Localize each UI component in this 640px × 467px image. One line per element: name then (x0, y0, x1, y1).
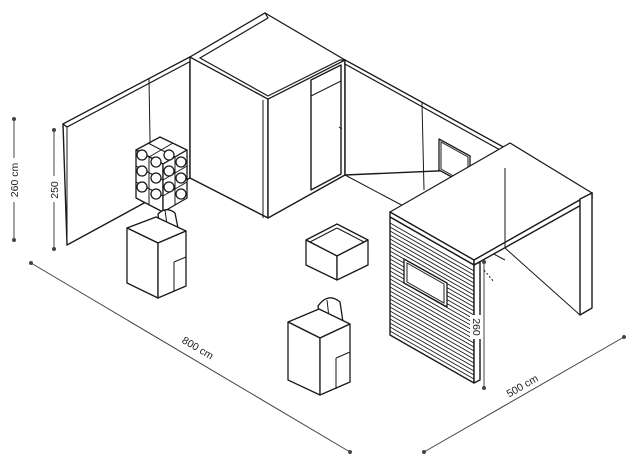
dimension-label-width: 500 cm (505, 372, 541, 400)
dimension-label-outer-height: 260 cm (9, 163, 21, 198)
counter-left (126, 209, 187, 299)
panel-slat (389, 314, 475, 364)
dimension-label-length: 800 cm (180, 334, 216, 362)
panel-slat (389, 238, 475, 288)
panel-slat (389, 282, 475, 332)
dimension-panel-height: 260 (470, 260, 495, 390)
panel-slat (389, 290, 475, 340)
canopy (388, 142, 594, 316)
cube-seat (305, 223, 369, 281)
dimension-label-panel-height: 260 (470, 318, 482, 336)
cube-shelf (135, 136, 188, 213)
panel-slat (389, 310, 475, 360)
panel-slat (389, 326, 475, 376)
dimension-label-wall-height: 250 (49, 181, 61, 199)
panel-slat (389, 298, 475, 348)
panel-slat (389, 278, 475, 328)
slatted-panel (389, 216, 481, 384)
dimension-outer-height: 260 cm (8, 117, 21, 242)
panel-slat (389, 230, 475, 280)
panel-slat (389, 330, 475, 380)
panel-slat (389, 242, 475, 292)
panel-slat (389, 226, 475, 276)
panel-slat (389, 286, 475, 336)
panel-slat (389, 294, 475, 344)
panel-slat (389, 234, 475, 284)
storage-door (310, 64, 343, 191)
panel-slat (389, 246, 475, 296)
panel-slat (389, 306, 475, 356)
counter-front (287, 297, 351, 396)
panel-slat (389, 222, 475, 272)
dimension-wall-height: 250 (48, 128, 61, 251)
panel-slat (389, 318, 475, 368)
panel-slat (389, 322, 475, 372)
back-left-wall (61, 56, 194, 246)
panel-slat (389, 302, 475, 352)
back-right-wall (344, 58, 506, 261)
